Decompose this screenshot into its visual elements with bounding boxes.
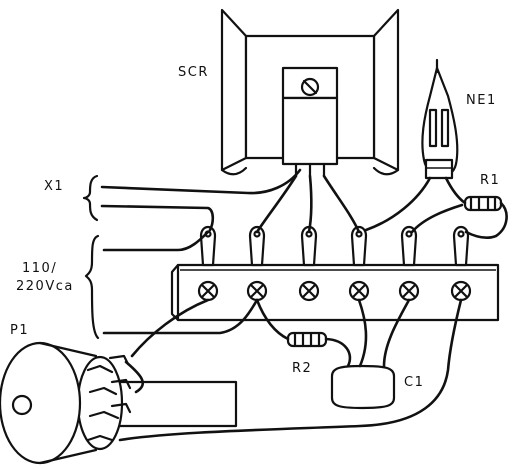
r1-resistor <box>463 195 503 212</box>
ne1-neon-lamp <box>421 58 459 180</box>
mains-bracket <box>84 234 100 340</box>
screw-1 <box>197 280 219 302</box>
x1-bracket <box>82 174 99 222</box>
scr-heatsink <box>220 8 400 176</box>
c1-capacitor <box>330 298 411 410</box>
screw-6 <box>450 280 472 302</box>
screw-3 <box>298 280 320 302</box>
label-voltage-2: 220Vca <box>16 279 74 294</box>
p1-potentiometer <box>0 341 238 465</box>
p1-wires <box>118 298 463 442</box>
r1-leads <box>410 201 508 239</box>
label-r1: R1 <box>480 173 500 188</box>
label-voltage-1: 110/ <box>22 261 57 276</box>
x1-wires <box>100 168 302 232</box>
terminal-strip <box>170 263 500 322</box>
label-x1: X1 <box>44 179 64 194</box>
ne1-leads <box>364 176 467 232</box>
label-ne1: NE1 <box>466 93 497 108</box>
scr-component <box>281 66 339 178</box>
screw-2 <box>246 280 268 302</box>
mains-wires <box>102 230 259 335</box>
label-r2: R2 <box>292 361 312 376</box>
label-scr: SCR <box>178 65 209 80</box>
r2-resistor <box>255 298 352 368</box>
screw-4 <box>348 280 370 302</box>
diagram-labels: SCR NE1 R1 X1 110/ 220Vca P1 R2 C1 <box>10 65 500 390</box>
label-c1: C1 <box>404 375 424 390</box>
screw-5 <box>398 280 420 302</box>
scr-leads <box>255 174 361 234</box>
label-p1: P1 <box>10 323 29 338</box>
terminal-lugs <box>199 225 470 267</box>
